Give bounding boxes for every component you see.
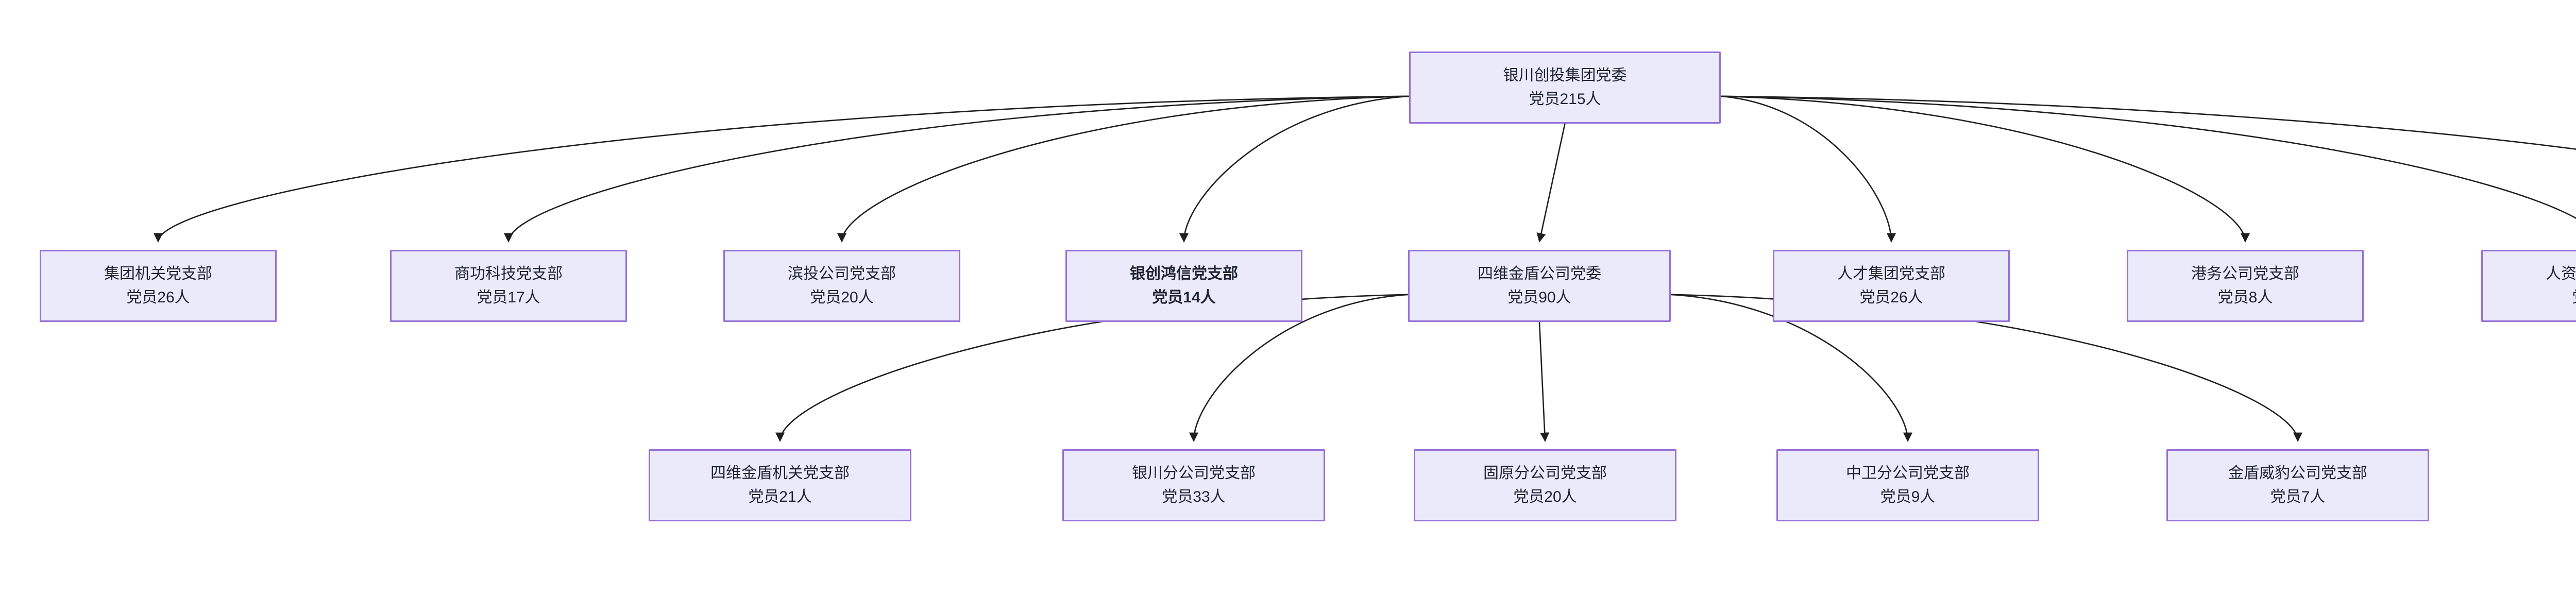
org-node-member-count: 党员5人 (2572, 286, 2576, 310)
org-edge-root-to-n6 (1720, 95, 1896, 243)
org-node-title: 商功科技党支部 (454, 265, 563, 283)
org-edge-root-to-n2 (504, 95, 1410, 243)
org-node-title: 人资公司党支部 (2546, 265, 2576, 283)
org-node-member-count: 党员20人 (810, 289, 874, 306)
org-node-title: 银川分公司党支部 (1132, 465, 1256, 482)
org-edge-root-to-n3 (837, 95, 1410, 243)
org-edge-root-to-n8 (1720, 95, 2576, 219)
org-node-m2[interactable]: 银川分公司党支部党员33人 (1062, 449, 1325, 521)
org-node-member-count: 党员8人 (2217, 289, 2273, 306)
org-edge-root-to-n1 (154, 95, 1410, 243)
org-node-member-count: 党员90人 (1507, 289, 1571, 306)
org-node-member-count: 党员33人 (1162, 488, 1226, 505)
org-node-n1[interactable]: 集团机关党支部党员26人 (40, 250, 277, 322)
org-edge-root-to-n4 (1179, 95, 1410, 243)
org-node-title: 滨投公司党支部 (788, 265, 896, 283)
org-edge-root-to-n9 (1720, 95, 2576, 150)
org-node-title: 人才集团党支部 (1837, 265, 1945, 283)
org-edge-root-to-n7 (1720, 95, 2250, 243)
org-node-member-count: 党员215人 (1529, 91, 1601, 108)
org-node-n2[interactable]: 商功科技党支部党员17人 (390, 250, 627, 322)
org-node-member-count: 党员14人 (1152, 289, 1216, 306)
org-node-title: 四维金盾机关党支部 (710, 465, 850, 482)
org-node-member-count: 党员17人 (477, 289, 540, 306)
org-node-m5[interactable]: 金盾威豹公司党支部党员7人 (2166, 449, 2429, 521)
org-node-title: 集团机关党支部 (104, 265, 212, 283)
org-node-member-count: 党员7人 (2270, 488, 2326, 505)
org-node-member-count: 党员21人 (748, 488, 812, 505)
org-node-member-count: 党员20人 (1513, 488, 1577, 505)
org-node-title: 港务公司党支部 (2191, 265, 2299, 283)
org-node-title: 中卫分公司党支部 (1846, 465, 1970, 482)
org-edge-n5-to-m3 (1538, 321, 1550, 442)
org-node-title: 金盾威豹公司党支部 (2228, 465, 2367, 482)
org-node-title: 固原分公司党支部 (1483, 465, 1607, 482)
org-node-m1[interactable]: 四维金盾机关党支部党员21人 (649, 449, 911, 521)
org-node-m4[interactable]: 中卫分公司党支部党员9人 (1776, 449, 2039, 521)
org-node-title: 四维金盾公司党委 (1478, 265, 1601, 283)
org-node-member-count: 党员26人 (1859, 289, 1923, 306)
org-node-n7[interactable]: 港务公司党支部党员8人 (2127, 250, 2364, 322)
org-node-root[interactable]: 银川创投集团党委党员215人 (1409, 52, 1721, 124)
org-node-title: 银川创投集团党委 (1503, 67, 1627, 84)
org-node-m3[interactable]: 固原分公司党支部党员20人 (1414, 449, 1676, 521)
org-node-n5[interactable]: 四维金盾公司党委党员90人 (1408, 250, 1671, 322)
org-node-n4[interactable]: 银创鸿信党支部党员14人 (1065, 250, 1302, 322)
org-node-member-count: 党员26人 (126, 289, 190, 306)
org-edge-root-to-n5 (1536, 123, 1566, 243)
org-node-title: 银创鸿信党支部 (1130, 265, 1238, 283)
org-node-n3[interactable]: 滨投公司党支部党员20人 (723, 250, 960, 322)
org-node-member-count: 党员9人 (1880, 488, 1936, 505)
org-node-n6[interactable]: 人才集团党支部党员26人 (1773, 250, 2010, 322)
org-node-n8[interactable]: 人资公司党支部党员5人 (2481, 250, 2576, 322)
